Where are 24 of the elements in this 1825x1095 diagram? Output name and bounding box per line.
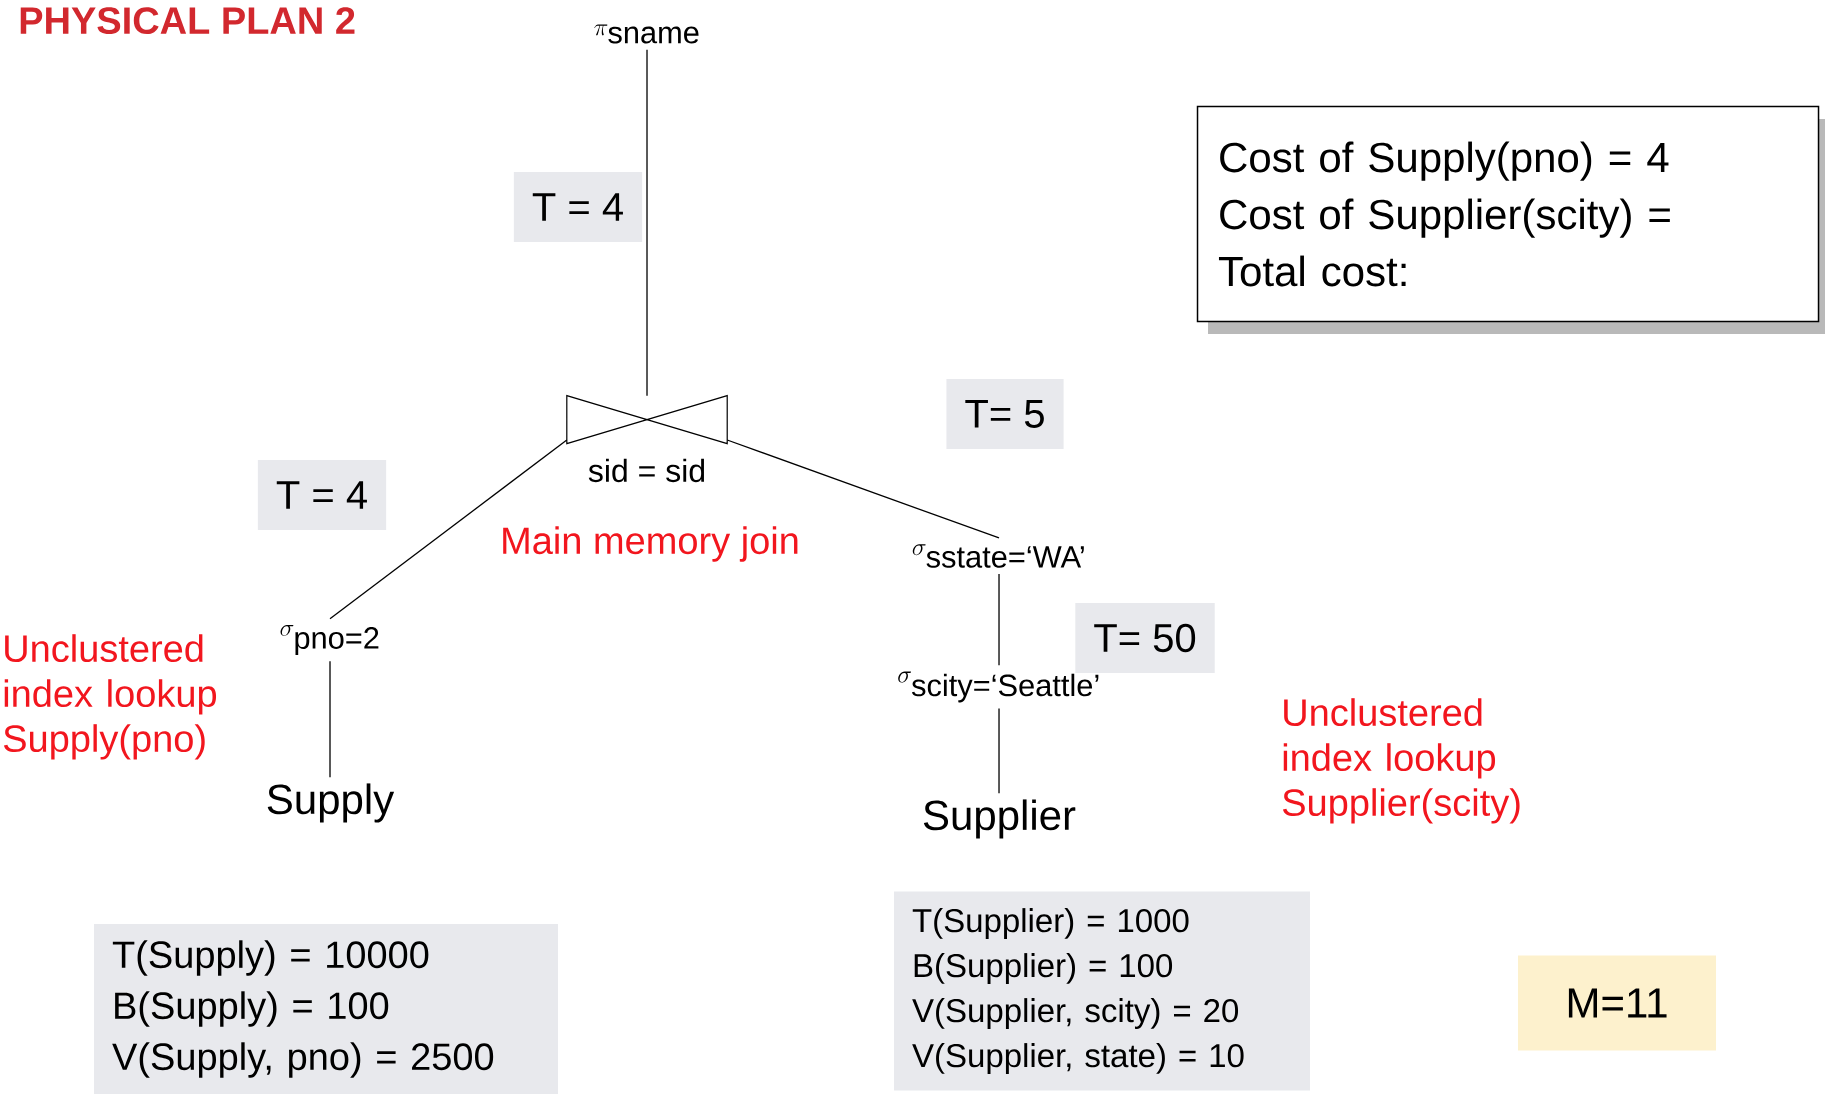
operator-label: $\pi_{\text{sname}}$ bbox=[594, 24, 699, 44]
tuple-count-box: T= 5 bbox=[946, 379, 1064, 449]
tuple-count-box: T= 50 bbox=[1075, 603, 1215, 673]
connector-line bbox=[646, 49, 648, 397]
annotation-text: Unclustered index lookup Supplier(scity) bbox=[1282, 698, 1520, 824]
tuple-count-box: T = 4 bbox=[257, 460, 387, 530]
memory-box: M=11 bbox=[1518, 955, 1716, 1051]
connector-line bbox=[998, 707, 1000, 794]
connector-line bbox=[998, 573, 1000, 666]
statistics-box: T(Supply) = 10000 B(Supply) = 100 V(Supply, pno) = 2500 bbox=[94, 924, 558, 1094]
operator-label: $\sigma_{\text{scity=‘Seattle’}}$ bbox=[898, 671, 1099, 703]
connector-line bbox=[726, 439, 1000, 539]
cost-box: Cost of Supply(pno) = 4 Cost of Supplier(scity) = Total cost: bbox=[1196, 105, 1825, 334]
connector-line bbox=[329, 660, 331, 778]
slide-title: PHYSICAL PLAN 2 bbox=[20, 7, 355, 35]
connector-line bbox=[329, 439, 568, 620]
tuple-count-box: T = 4 bbox=[513, 172, 643, 242]
operator-label: $\sigma_{\text{sstate=‘WA’}}$ bbox=[912, 544, 1084, 568]
annotation-text: Unclustered index lookup Supply(pno) bbox=[3, 634, 217, 760]
annotation-text: Main memory join bbox=[503, 526, 798, 562]
operator-label: $\sigma_{\text{pno=2}}$ bbox=[280, 624, 379, 655]
statistics-box: T(Supplier) = 1000 B(Supplier) = 100 V(Supplier, scity) = 20 V(Supplier, state) = 10 bbox=[894, 891, 1310, 1091]
relation-name: Supplier bbox=[923, 799, 1076, 839]
relation-name: Supply bbox=[267, 783, 395, 823]
